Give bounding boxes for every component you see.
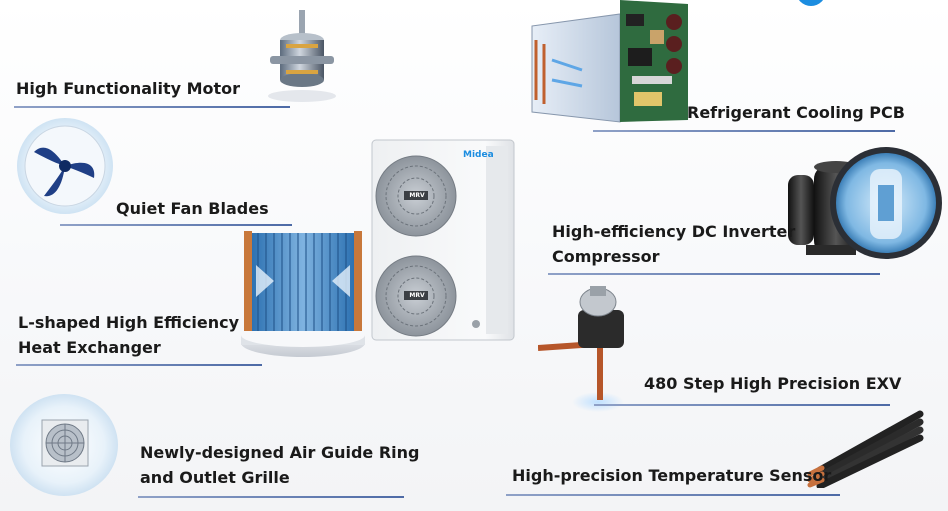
feature-label-compressor-line1: High-efficiency DC Inverter (552, 222, 796, 241)
fan-badge-bottom: MRV (409, 292, 425, 299)
temperature-sensor-image (807, 410, 924, 488)
midea-logo: Midea (463, 150, 494, 160)
grille-underline (138, 496, 404, 498)
feature-label-heat-exchanger-line2: Heat Exchanger (18, 338, 161, 357)
feature-label-exv: 480 Step High Precision EXV (644, 374, 902, 393)
feature-label-fan: Quiet Fan Blades (116, 199, 269, 218)
compressor-underline (548, 273, 880, 275)
air-guide-grille-image (10, 394, 118, 496)
outdoor-unit-image (371, 139, 515, 341)
heat-exchanger-underline (16, 364, 262, 366)
feature-label-grille-line2: and Outlet Grille (140, 468, 290, 487)
feature-label-motor: High Functionality Motor (16, 79, 241, 98)
temperature-sensor-underline (506, 494, 840, 496)
feature-label-compressor-line2: Compressor (552, 247, 660, 266)
fan-underline (60, 224, 292, 226)
exv-image (538, 286, 624, 412)
feature-label-pcb: Refrigerant Cooling PCB (687, 103, 905, 122)
exv-underline (594, 404, 890, 406)
corner-badge (796, 0, 826, 6)
fan-badge-top: MRV (409, 192, 425, 199)
pcb-image (531, 0, 688, 123)
feature-label-grille-line1: Newly-designed Air Guide Ring (140, 443, 420, 462)
feature-label-temperature-sensor: High-precision Temperature Sensor (512, 466, 832, 485)
pcb-underline (593, 130, 895, 132)
motor-underline (14, 106, 290, 108)
compressor-image (788, 147, 942, 259)
motor-image (268, 10, 336, 102)
feature-label-heat-exchanger-line1: L-shaped High Efficiency (18, 313, 240, 332)
fan-blades-image (17, 118, 113, 214)
heat-exchanger-image (241, 231, 365, 357)
